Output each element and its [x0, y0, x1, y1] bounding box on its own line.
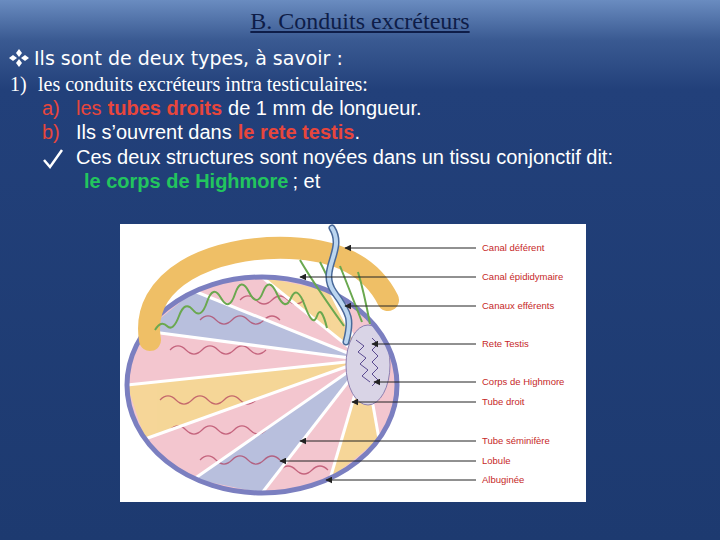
bullet-text: Ils sont de deux types, à savoir :: [34, 46, 343, 70]
testis-drawing: [127, 228, 397, 493]
bullet-text: le rete testis: [238, 120, 355, 144]
bullet-text: ; et: [293, 169, 321, 193]
bullet-symbol: [9, 49, 29, 67]
part-label: Canaux efférents: [482, 299, 554, 312]
text-line: a)lestubes droitsde 1 mm de longueur.: [42, 96, 712, 120]
bullet-text: .: [354, 120, 360, 144]
part-label: Tube séminifère: [482, 434, 550, 447]
bullet-text: a): [42, 96, 76, 120]
bullet-text: 1): [10, 72, 34, 96]
bullet-text: Ils s’ouvrent dans: [76, 120, 232, 144]
bullet-text: tubes droits: [108, 96, 222, 120]
part-label: Canal déférent: [482, 241, 544, 254]
part-label: Tube droit: [482, 395, 524, 408]
bullet-text: de 1 mm de longueur.: [228, 96, 421, 120]
check-mark: [44, 150, 62, 167]
text-line: Ces deux structures sont noyées dans un …: [76, 145, 716, 193]
picture-panel: [120, 224, 586, 502]
text-line: Ils sont de deux types, à savoir :: [34, 46, 704, 70]
part-label: Albuginée: [482, 473, 524, 486]
text-line: b)Ils s’ouvrent dansle rete testis.: [42, 120, 712, 144]
bullet-text: les: [76, 96, 102, 120]
part-label: Canal épididymaire: [482, 270, 563, 283]
bullet-text: Ces deux structures sont noyées dans un …: [76, 145, 613, 169]
leader-arrows: [280, 248, 476, 480]
part-label: Lobule: [482, 454, 511, 467]
bullet-text: le corps de Highmore: [84, 169, 289, 193]
slide-title: B. Conduits excréteurs: [0, 8, 720, 35]
part-label: Rete Testis: [482, 337, 529, 350]
bullet-text: les conduits excréteurs intra testiculai…: [38, 72, 368, 96]
part-label: Corps de Highmore: [482, 375, 564, 388]
text-line: 1)les conduits excréteurs intra testicul…: [10, 72, 710, 96]
bullet-text: b): [42, 120, 76, 144]
